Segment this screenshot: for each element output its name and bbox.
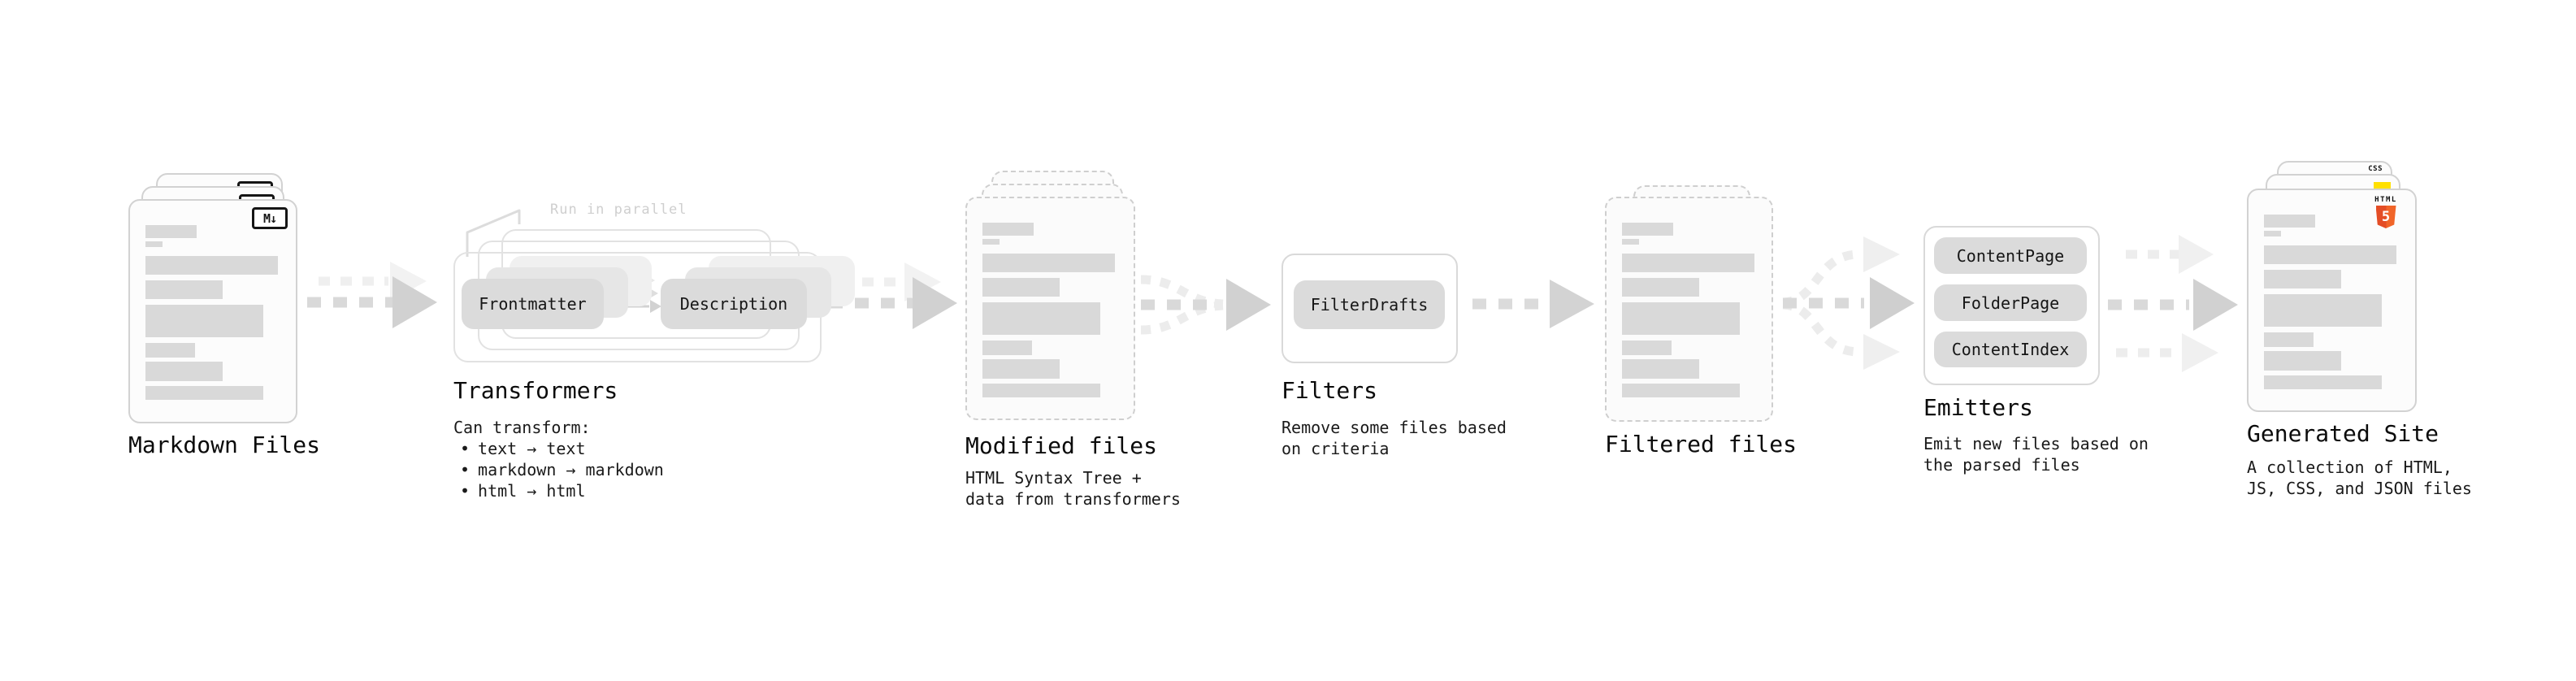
arrow-modified-to-filters xyxy=(1140,275,1271,335)
text-line-bar xyxy=(1622,239,1639,245)
emitters-title: Emitters xyxy=(1923,394,2033,421)
text-line-bar xyxy=(145,256,278,275)
bullet-dot: • xyxy=(460,481,471,501)
html5-icon: HTML 5 xyxy=(2367,196,2405,228)
text-line-bar xyxy=(982,239,1000,245)
run-in-parallel-annotation: Run in parallel xyxy=(550,202,687,218)
text-line-bar xyxy=(145,280,223,299)
filters-description: Remove some files based on criteria xyxy=(1281,418,1507,458)
filtered-files-title: Filtered files xyxy=(1605,431,1798,458)
transform-bullet: • markdown → markdown xyxy=(460,460,664,479)
modified-files-description: HTML Syntax Tree + data from transformer… xyxy=(965,468,1181,509)
filterdrafts-chip: FilterDrafts xyxy=(1294,280,1445,329)
folderpage-chip: FolderPage xyxy=(1934,284,2087,321)
bullet-dot: • xyxy=(460,439,471,458)
filtered-file-card xyxy=(1605,197,1773,422)
bullet-text: text → text xyxy=(478,439,586,458)
text-line-bar xyxy=(1622,254,1754,272)
description-chip: Description xyxy=(661,279,807,329)
text-line-bar xyxy=(2264,351,2341,371)
text-line-bar xyxy=(145,305,263,337)
transform-bullet: • text → text xyxy=(460,439,586,458)
generated-site-title: Generated Site xyxy=(2247,420,2439,447)
text-line-bar xyxy=(982,359,1060,379)
markdown-files-title: Markdown Files xyxy=(128,432,321,458)
text-line-bar xyxy=(1622,223,1673,236)
contentpage-chip: ContentPage xyxy=(1934,237,2087,274)
text-line-bar xyxy=(145,386,263,400)
markdown-file-card: M↓ xyxy=(128,199,297,423)
text-line-bar xyxy=(2264,375,2382,389)
arrow-filtered-to-emitters xyxy=(1782,236,1915,370)
text-line-bar xyxy=(145,362,223,381)
text-line-bar xyxy=(982,384,1100,397)
text-line-bar xyxy=(2264,215,2315,228)
text-line-bar xyxy=(982,302,1100,335)
run-in-parallel-leader-line xyxy=(466,209,521,257)
markdown-icon: M↓ xyxy=(252,207,288,229)
bullet-dot: • xyxy=(460,460,471,479)
generated-card-html: HTML 5 xyxy=(2247,189,2417,412)
text-line-bar xyxy=(2264,294,2382,327)
transform-bullet: • html → html xyxy=(460,481,586,501)
modified-files-title: Modified files xyxy=(965,432,1158,459)
text-line-bar xyxy=(145,241,163,247)
frontmatter-chip: Frontmatter xyxy=(462,279,604,329)
bullet-text: html → html xyxy=(478,481,586,501)
text-line-bar xyxy=(1622,302,1740,335)
text-line-bar xyxy=(2264,231,2281,236)
text-line-bar xyxy=(2264,270,2341,288)
modified-file-card xyxy=(965,197,1135,420)
text-line-bar xyxy=(1622,384,1740,397)
filters-title: Filters xyxy=(1281,377,1378,404)
text-line-bar xyxy=(982,278,1060,297)
transformers-title: Transformers xyxy=(453,377,618,404)
generated-site-description: A collection of HTML, JS, CSS, and JSON … xyxy=(2247,458,2472,498)
text-line-bar xyxy=(982,340,1032,355)
arrow-emitters-to-generated xyxy=(2108,235,2238,372)
arrow-markdown-to-transformers xyxy=(307,262,437,328)
text-line-bar xyxy=(982,223,1034,236)
arrow-filters-to-filtered xyxy=(1472,280,1594,328)
text-line-bar xyxy=(145,225,197,238)
text-line-bar xyxy=(1622,359,1699,379)
bullet-text: markdown → markdown xyxy=(478,460,664,479)
text-line-bar xyxy=(1622,340,1672,355)
text-line-bar xyxy=(145,343,195,358)
contentindex-chip: ContentIndex xyxy=(1934,332,2087,367)
text-line-bar xyxy=(982,254,1115,272)
text-line-bar xyxy=(1622,278,1699,297)
text-line-bar xyxy=(2264,332,2314,347)
emitters-description: Emit new files based on the parsed files xyxy=(1923,434,2149,475)
transformers-desc-heading: Can transform: xyxy=(453,418,591,437)
text-line-bar xyxy=(2264,245,2396,264)
